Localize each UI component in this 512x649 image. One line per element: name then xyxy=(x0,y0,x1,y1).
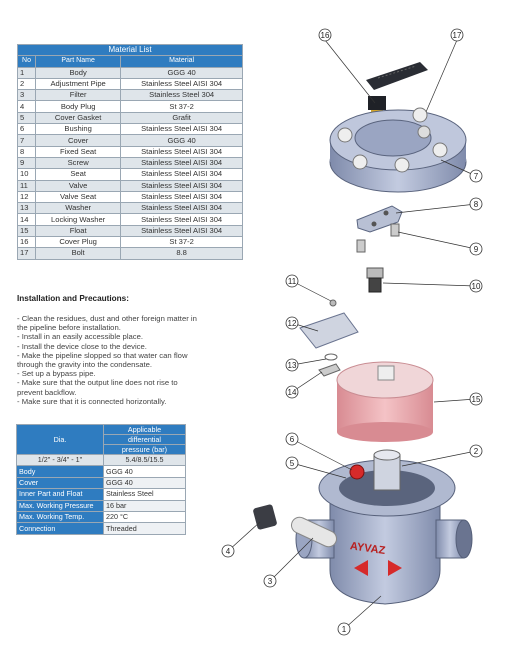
cover-plug-gasket xyxy=(366,62,428,90)
svg-text:6: 6 xyxy=(290,435,295,444)
callout-3: 3 xyxy=(263,574,277,588)
svg-text:13: 13 xyxy=(288,361,297,370)
spec-key: Max. Working Temp. xyxy=(16,510,104,524)
row-part: Filter xyxy=(34,89,122,102)
spec-value: 220 °C xyxy=(103,510,186,524)
svg-text:12: 12 xyxy=(288,319,297,328)
dia-header: Dia. xyxy=(16,424,104,455)
instruction-line: through the gravity into the condensate. xyxy=(17,360,153,370)
spec-value: GGG 40 xyxy=(103,465,186,478)
float xyxy=(336,361,434,442)
instruction-line: - Install the device close to the device… xyxy=(17,341,147,351)
svg-text:2: 2 xyxy=(474,447,479,456)
body-plug xyxy=(253,504,277,530)
callout-5: 5 xyxy=(285,456,299,470)
row-no: 7 xyxy=(17,134,36,147)
svg-text:11: 11 xyxy=(288,277,297,286)
spec-key: Connection xyxy=(16,522,104,535)
instruction-line: - Make sure that it is connected horizon… xyxy=(17,396,167,406)
row-no: 11 xyxy=(17,179,36,192)
seat xyxy=(366,267,384,293)
callout-14: 14 xyxy=(285,385,299,399)
svg-text:15: 15 xyxy=(472,395,481,404)
svg-text:17: 17 xyxy=(453,31,462,40)
callouts: 16 17 7 8 9 10 11 12 13 14 15 2 6 5 4 3 … xyxy=(221,28,483,636)
svg-text:3: 3 xyxy=(268,577,273,586)
valve xyxy=(329,299,337,307)
callout-4: 4 xyxy=(221,544,235,558)
filter xyxy=(290,516,338,548)
installation-text: - Clean the residues, dust and other for… xyxy=(17,314,239,406)
valve-seat xyxy=(299,312,359,349)
callout-2: 2 xyxy=(469,444,483,458)
callout-6: 6 xyxy=(285,432,299,446)
svg-text:8: 8 xyxy=(474,200,479,209)
svg-text:4: 4 xyxy=(226,547,231,556)
row-no: 17 xyxy=(17,247,36,260)
spec-value: Threaded xyxy=(103,522,186,535)
callout-13: 13 xyxy=(285,358,299,372)
callout-8: 8 xyxy=(469,197,483,211)
instruction-line: - Make the pipeline slopped so that wate… xyxy=(17,350,188,360)
svg-text:5: 5 xyxy=(290,459,295,468)
spec-table: Dia. Applicable differential pressure (b… xyxy=(16,424,186,535)
instruction-line: prevent backflow. xyxy=(17,387,77,397)
svg-text:9: 9 xyxy=(474,245,479,254)
svg-text:7: 7 xyxy=(474,172,479,181)
row-part: Bolt xyxy=(34,247,122,260)
callout-15: 15 xyxy=(469,392,483,406)
svg-text:16: 16 xyxy=(321,31,330,40)
callout-16: 16 xyxy=(318,28,332,42)
fixed-seat xyxy=(356,205,403,233)
svg-text:1: 1 xyxy=(342,625,347,634)
svg-text:10: 10 xyxy=(472,282,481,291)
installation-title: Installation and Precautions: xyxy=(17,294,129,303)
callout-1: 1 xyxy=(337,622,351,636)
cover xyxy=(329,107,467,193)
instruction-line: - Set up a bypass pipe. xyxy=(17,369,96,379)
callout-11: 11 xyxy=(285,274,299,288)
callout-12: 12 xyxy=(285,316,299,330)
instruction-line: - Install in an easily accessible place. xyxy=(17,332,144,342)
spec-row: Max. Working Temp.220 °C xyxy=(16,510,186,524)
washer xyxy=(324,353,338,361)
row-no: 9 xyxy=(17,156,36,170)
brand-logo: AYVAZ xyxy=(349,540,386,557)
callout-17: 17 xyxy=(450,28,464,42)
screws xyxy=(356,223,400,253)
locking-washer xyxy=(318,363,341,377)
body: AYVAZ xyxy=(295,449,473,605)
row-part: Cover Gasket xyxy=(34,111,122,125)
instruction-line: - Clean the residues, dust and other for… xyxy=(17,314,197,323)
instruction-line: - Make sure that the output line does no… xyxy=(17,378,178,388)
callout-9: 9 xyxy=(469,242,483,256)
svg-text:14: 14 xyxy=(288,388,297,397)
bushing xyxy=(349,464,365,480)
callout-10: 10 xyxy=(469,279,483,293)
row-material: Stainless Steel AISI 304 xyxy=(120,190,243,204)
instruction-line: the pipeline before installation. xyxy=(17,323,121,333)
callout-7: 7 xyxy=(469,169,483,183)
row-material: 8.8 xyxy=(120,247,243,260)
